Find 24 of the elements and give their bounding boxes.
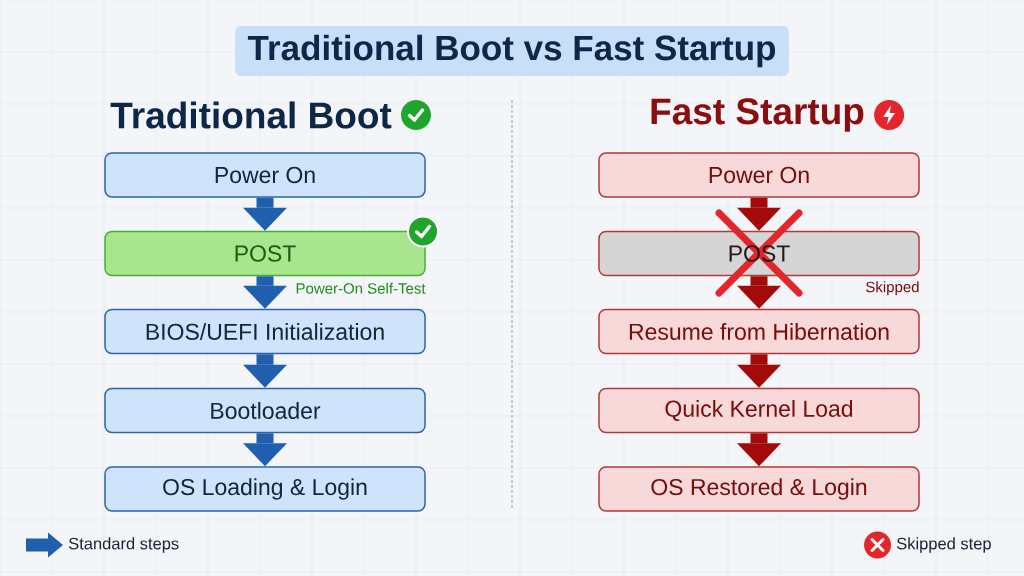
process-box: OS Loading & Login [104, 466, 426, 512]
process-box: OS Restored & Login [598, 466, 920, 512]
block-arrow [737, 433, 781, 467]
process-box: Quick Kernel Load [598, 387, 920, 434]
annotation: Power-On Self-Test [296, 282, 426, 294]
process-box: Resume from Hibernation [598, 308, 920, 355]
legend-text: Standard steps [68, 537, 179, 553]
block-arrow [243, 197, 287, 231]
legend-text: Skipped step [896, 537, 991, 553]
block-arrow [737, 354, 781, 388]
process-box: Bootloader [104, 387, 426, 434]
title-box: Traditional Boot vs Fast Startup [235, 26, 789, 76]
process-box: POST [104, 230, 426, 277]
block-arrow [737, 276, 781, 309]
column-heading: Fast Startup [651, 98, 864, 132]
process-box: Power On [598, 152, 920, 198]
block-arrow [243, 354, 287, 388]
process-box: BIOS/UEFI Initialization [104, 308, 426, 355]
block-arrow [243, 276, 287, 309]
process-box: Power On [104, 152, 426, 198]
annotation: Skipped [866, 281, 919, 296]
block-arrow [737, 197, 781, 231]
block-arrow [243, 433, 287, 467]
column-heading: Traditional Boot [110, 101, 392, 129]
